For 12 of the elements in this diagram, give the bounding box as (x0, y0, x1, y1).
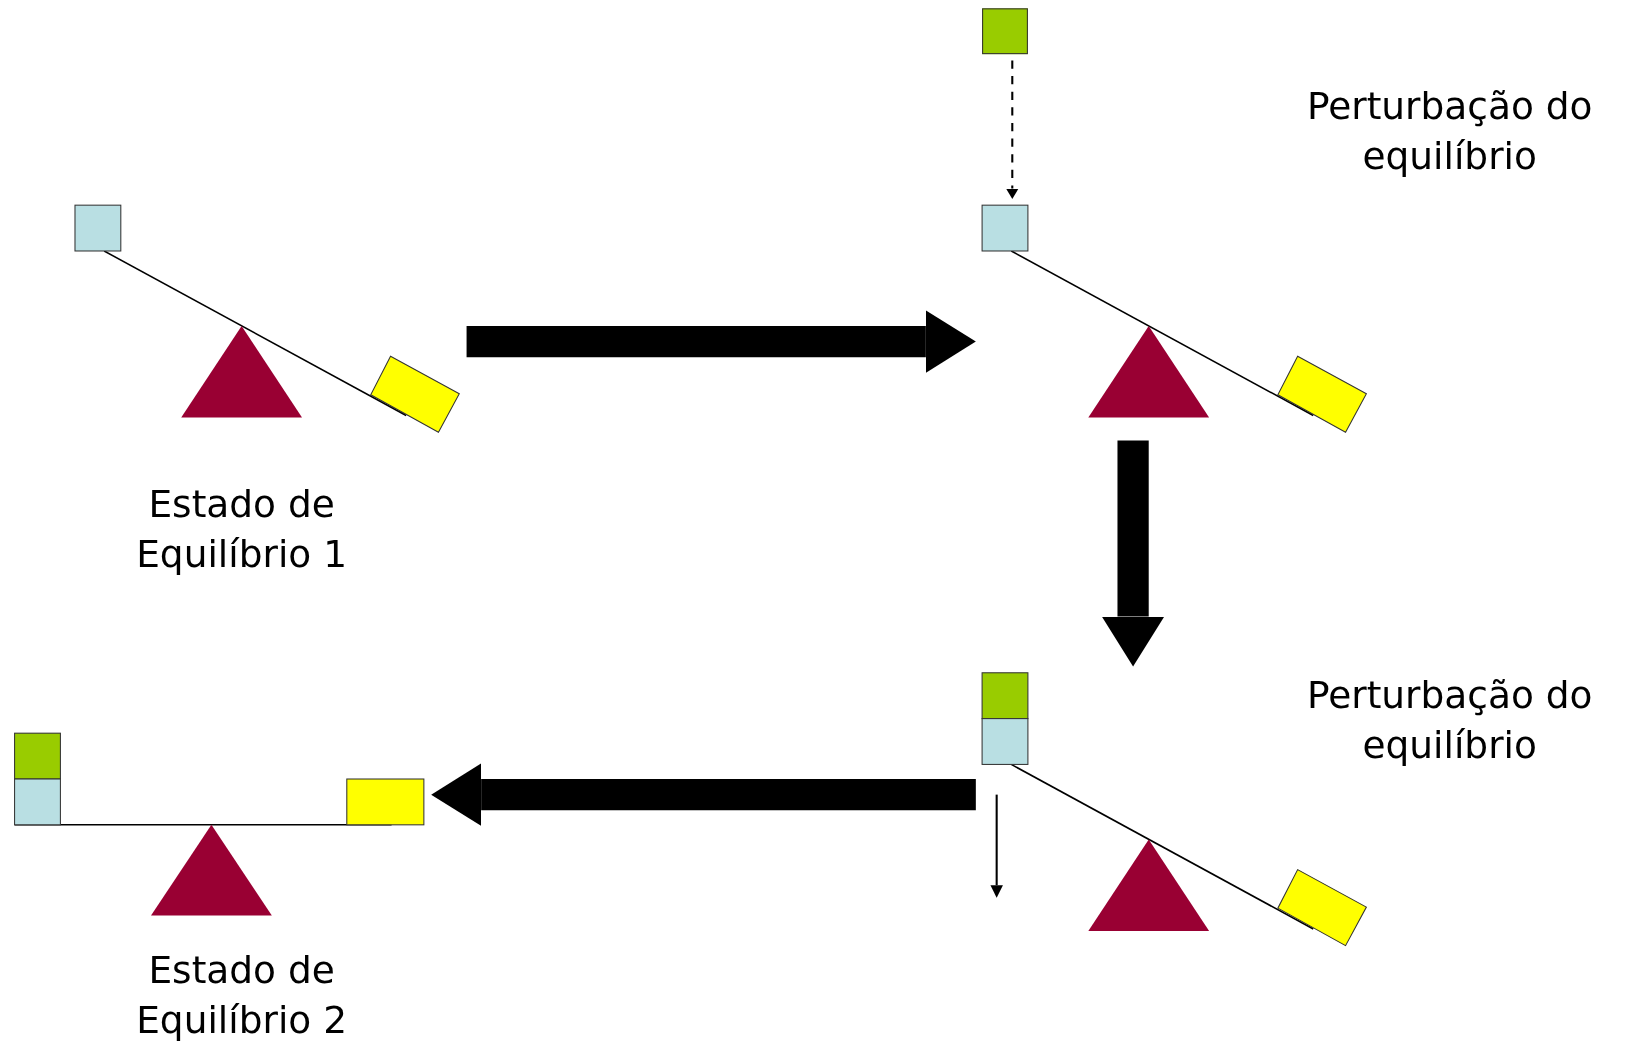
node-label: Estado de Equilíbrio 2 (135, 947, 349, 1043)
arrow (466, 310, 976, 373)
block (982, 8, 1028, 55)
node-label: Perturbação do equilíbrio (1305, 672, 1594, 769)
balance-scale-drawing (75, 205, 461, 435)
arrow (1006, 60, 1019, 199)
balance-scale-drawing (982, 205, 1368, 435)
arrow (1101, 440, 1165, 667)
balance-scale-drawing (14, 733, 425, 917)
arrow (431, 763, 976, 826)
node-label: Estado de Equilíbrio 1 (135, 481, 349, 577)
node-label: Perturbação do equilíbrio (1305, 83, 1594, 180)
